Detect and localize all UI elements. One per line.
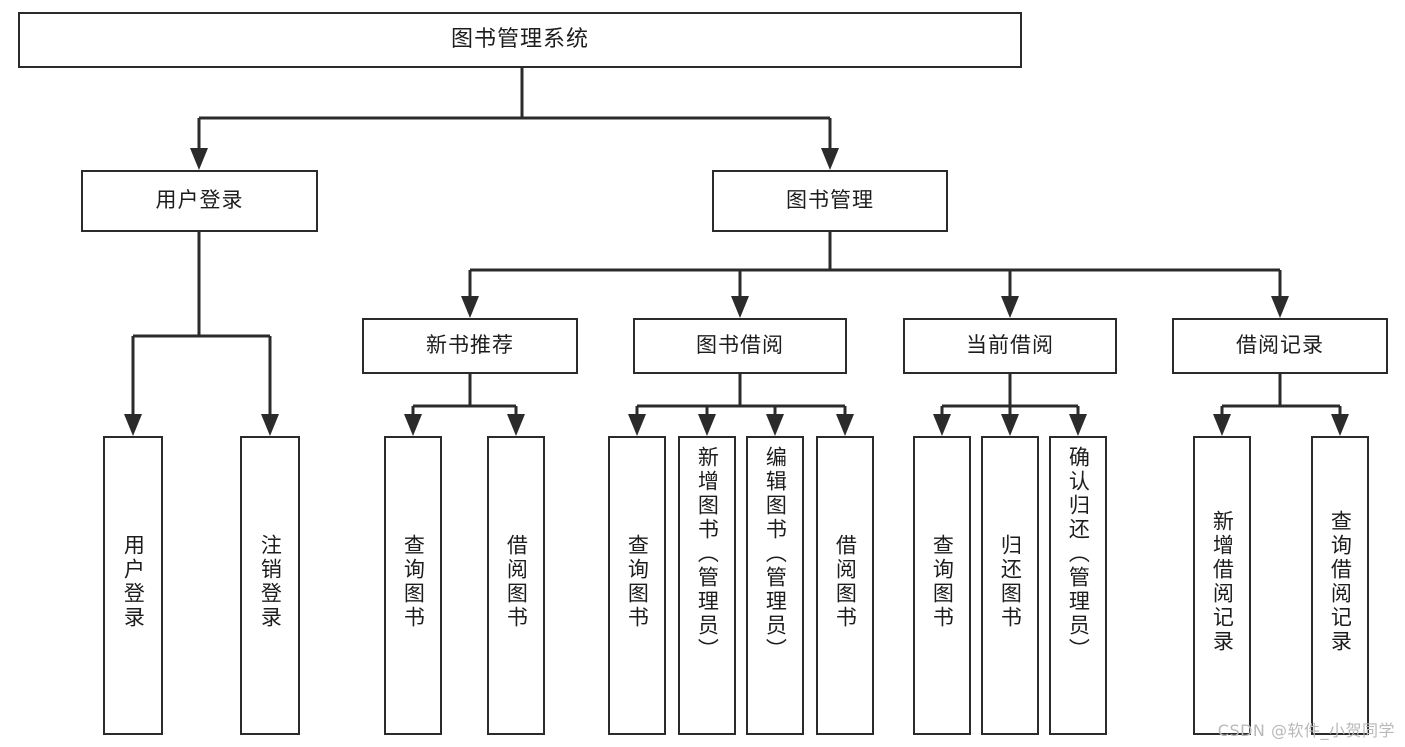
node-label: 查询图书: [930, 533, 955, 630]
node-leaf-借阅图书[interactable]: 借阅图书: [487, 436, 545, 735]
node-leaf-新增借阅记录[interactable]: 新增借阅记录: [1193, 436, 1251, 735]
arrowhead: [1001, 414, 1019, 436]
arrowhead: [461, 296, 479, 318]
node-label: 图书管理系统: [450, 26, 589, 52]
node-label: 借阅记录: [1236, 333, 1324, 358]
node-label: 新书推荐: [426, 333, 514, 358]
node-leaf-新增图书（管理员）[interactable]: 新增图书（管理员）: [678, 436, 736, 735]
node-label: 新增借阅记录: [1210, 509, 1235, 654]
node-level2-图书借阅[interactable]: 图书借阅: [633, 318, 847, 374]
node-level2-新书推荐[interactable]: 新书推荐: [362, 318, 578, 374]
arrowhead: [1331, 414, 1349, 436]
arrowhead: [933, 414, 951, 436]
node-label: 借阅图书: [504, 533, 529, 630]
node-leaf-用户登录[interactable]: 用户登录: [103, 436, 163, 735]
arrowhead: [1213, 414, 1231, 436]
arrowhead: [124, 414, 142, 436]
node-leaf-注销登录[interactable]: 注销登录: [240, 436, 300, 735]
node-level1-图书管理[interactable]: 图书管理: [712, 170, 948, 232]
node-label: 注销登录: [258, 533, 283, 630]
node-label: 当前借阅: [966, 333, 1054, 358]
node-label: 借阅图书: [833, 533, 858, 630]
arrowhead: [836, 414, 854, 436]
node-label: 新增图书（管理员）: [695, 446, 720, 662]
arrowhead: [1001, 296, 1019, 318]
node-level2-借阅记录[interactable]: 借阅记录: [1172, 318, 1388, 374]
node-leaf-归还图书[interactable]: 归还图书: [981, 436, 1039, 735]
node-label: 编辑图书（管理员）: [763, 446, 788, 662]
node-level2-当前借阅[interactable]: 当前借阅: [903, 318, 1117, 374]
node-leaf-借阅图书[interactable]: 借阅图书: [816, 436, 874, 735]
node-level1-用户登录[interactable]: 用户登录: [81, 170, 318, 232]
node-label: 查询借阅记录: [1328, 509, 1353, 654]
node-label: 图书借阅: [696, 333, 784, 358]
node-label: 用户登录: [155, 188, 244, 213]
arrowhead: [821, 148, 839, 170]
node-label: 用户登录: [121, 533, 146, 630]
node-leaf-查询借阅记录[interactable]: 查询借阅记录: [1311, 436, 1369, 735]
node-label: 图书管理: [786, 188, 874, 213]
node-label: 查询图书: [625, 533, 650, 630]
arrowhead: [261, 414, 279, 436]
arrowhead: [1271, 296, 1289, 318]
arrowhead: [190, 148, 208, 170]
node-leaf-编辑图书（管理员）[interactable]: 编辑图书（管理员）: [746, 436, 804, 735]
node-root-图书管理系统[interactable]: 图书管理系统: [18, 12, 1022, 68]
node-label: 归还图书: [998, 533, 1023, 630]
arrowhead: [404, 414, 422, 436]
arrowhead: [507, 414, 525, 436]
arrowhead: [1069, 414, 1087, 436]
node-label: 查询图书: [401, 533, 426, 630]
node-leaf-查询图书[interactable]: 查询图书: [913, 436, 971, 735]
arrowhead: [628, 414, 646, 436]
node-label: 确认归还（管理员）: [1066, 446, 1091, 662]
csdn-watermark: CSDN @软件_小贺同学: [1217, 721, 1395, 740]
node-leaf-确认归还（管理员）[interactable]: 确认归还（管理员）: [1049, 436, 1107, 735]
arrowhead: [698, 414, 716, 436]
arrowhead: [731, 296, 749, 318]
node-leaf-查询图书[interactable]: 查询图书: [608, 436, 666, 735]
node-leaf-查询图书[interactable]: 查询图书: [384, 436, 442, 735]
arrowhead: [766, 414, 784, 436]
